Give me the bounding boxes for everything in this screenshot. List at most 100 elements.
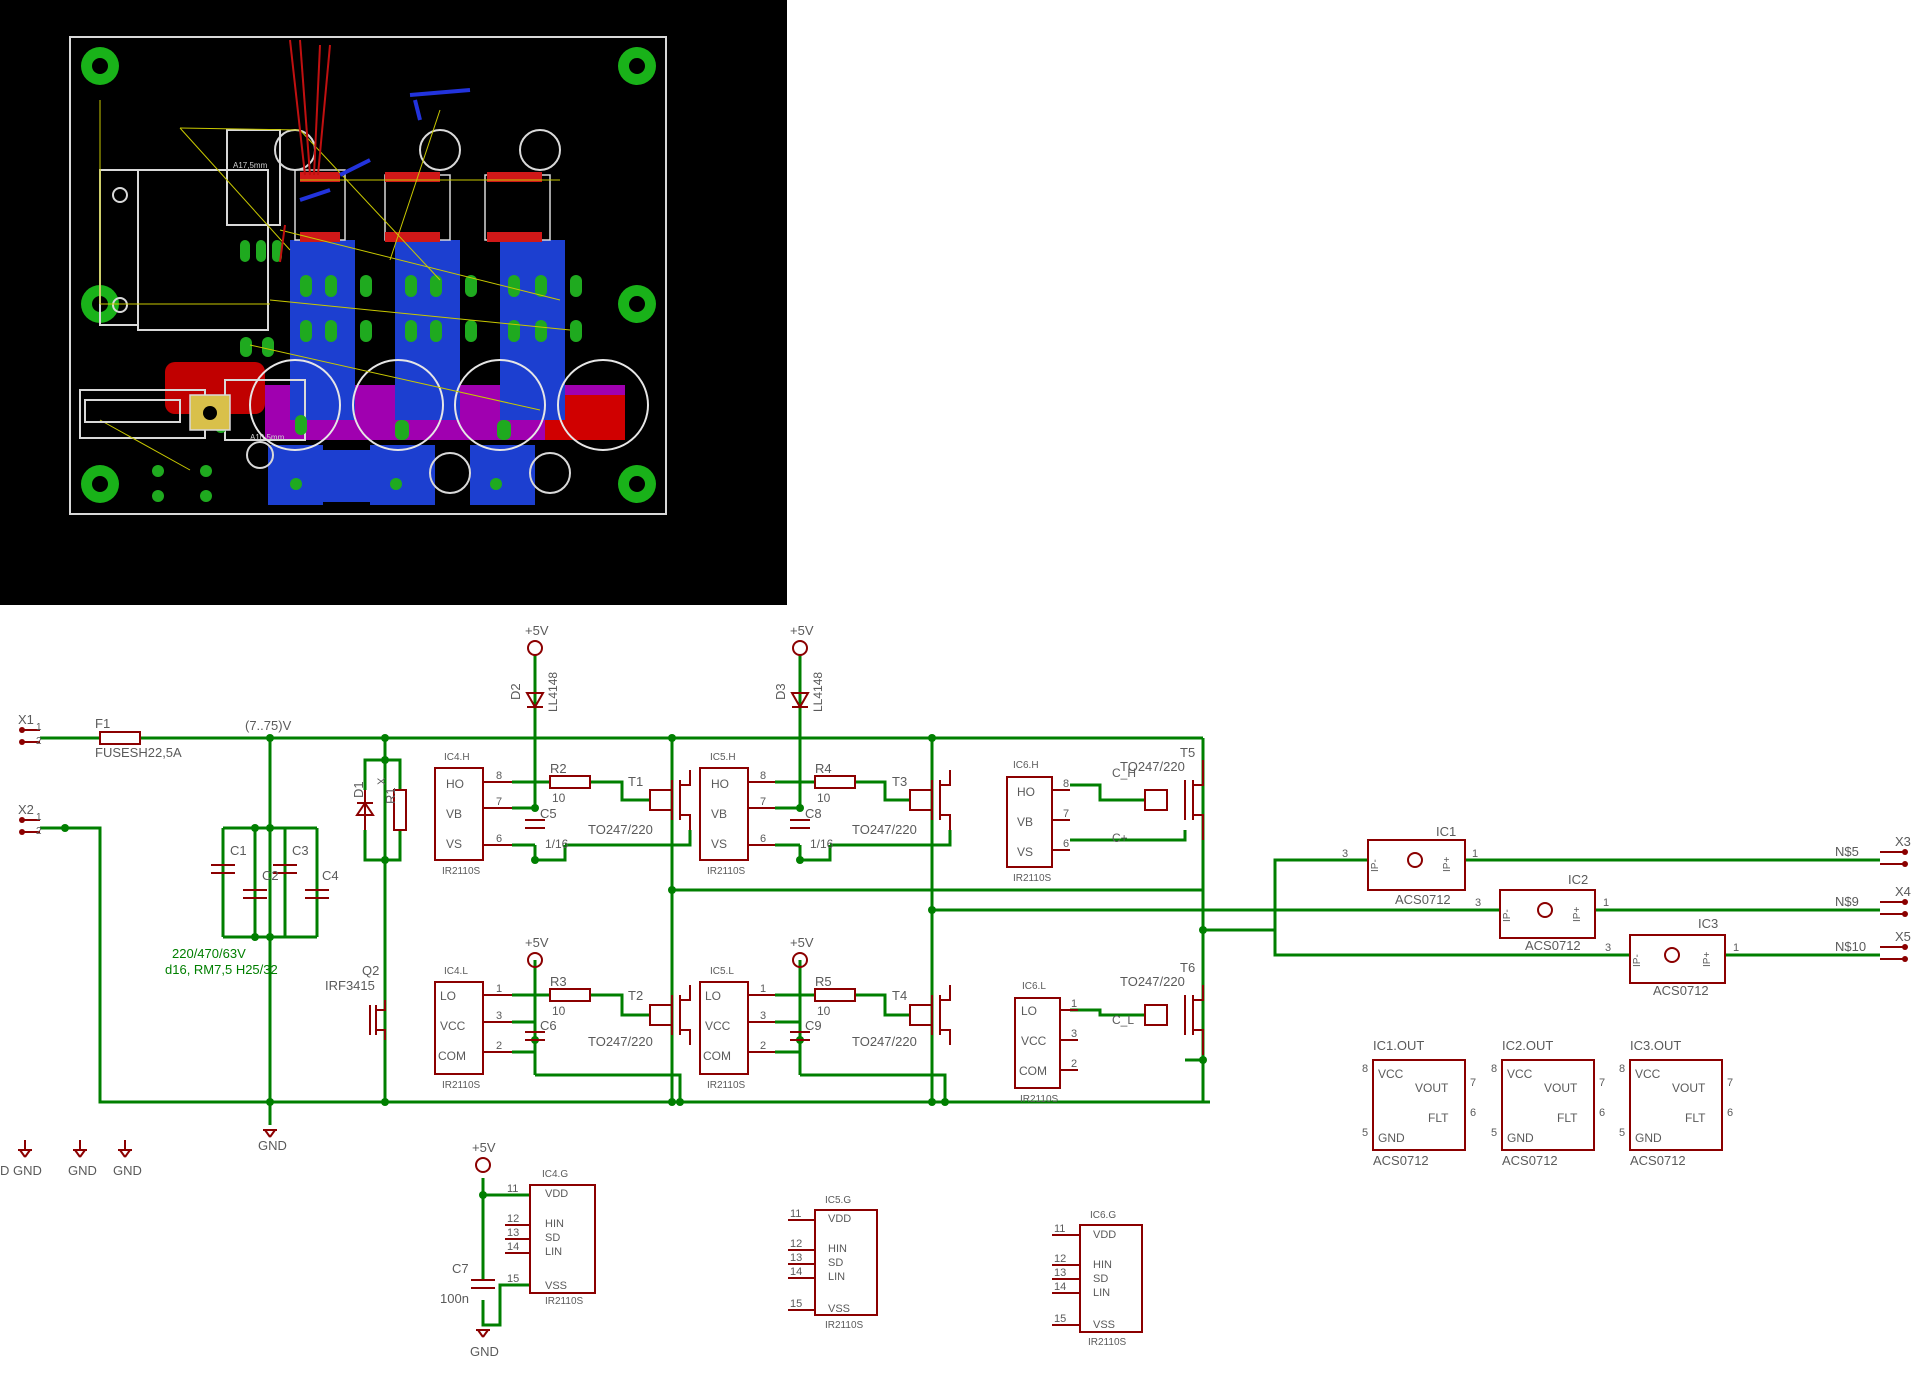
svg-text:FLT: FLT xyxy=(1557,1111,1578,1125)
svg-text:X3: X3 xyxy=(1895,834,1911,849)
svg-text:2: 2 xyxy=(1071,1058,1077,1070)
supply-5v: +5V +5V +5V +5V +5V xyxy=(472,623,814,1173)
caps-boot: C5 1/16 C8 1/16 C6 C9 xyxy=(525,806,834,1041)
svg-text:HIN: HIN xyxy=(1093,1259,1112,1271)
svg-text:IC4.L: IC4.L xyxy=(444,966,468,977)
svg-text:100n: 100n xyxy=(440,1291,469,1306)
svg-text:VB: VB xyxy=(711,807,727,821)
svg-text:8: 8 xyxy=(1063,778,1069,790)
svg-text:VS: VS xyxy=(446,837,462,851)
svg-text:7: 7 xyxy=(496,796,502,808)
svg-text:HIN: HIN xyxy=(545,1218,564,1230)
svg-text:GND: GND xyxy=(1507,1131,1534,1145)
svg-text:IR2110S: IR2110S xyxy=(442,1080,481,1091)
svg-text:IR2110S: IR2110S xyxy=(545,1296,584,1307)
transistor-t6: T6 TO247/220 xyxy=(1120,960,1204,1055)
pcb-pads xyxy=(152,240,582,502)
svg-text:GND: GND xyxy=(258,1138,287,1153)
svg-text:2: 2 xyxy=(496,1040,502,1052)
sensor-ic1: IC1 3 1 IP- IP+ ACS0712 N$5 xyxy=(1342,824,1859,907)
svg-text:C_H: C_H xyxy=(1112,766,1136,780)
svg-text:6: 6 xyxy=(1727,1107,1733,1119)
svg-text:T2: T2 xyxy=(628,988,643,1003)
svg-text:11: 11 xyxy=(507,1183,518,1195)
svg-text:T5: T5 xyxy=(1180,745,1195,760)
svg-text:6: 6 xyxy=(496,833,502,845)
svg-text:2: 2 xyxy=(36,826,42,837)
svg-text:SD: SD xyxy=(1093,1273,1108,1285)
svg-text:HO: HO xyxy=(711,777,729,791)
driver-ic6-g: IC6.G VDD HIN SD LIN VSS 11 12 13 14 15 … xyxy=(1052,1210,1143,1348)
svg-text:COM: COM xyxy=(703,1049,731,1063)
svg-text:VDD: VDD xyxy=(545,1188,568,1200)
svg-text:7: 7 xyxy=(1727,1077,1733,1089)
svg-text:10: 10 xyxy=(817,1004,831,1018)
svg-text:7: 7 xyxy=(1470,1077,1476,1089)
svg-text:D1: D1 xyxy=(351,781,366,798)
svg-text:IR2110S: IR2110S xyxy=(1013,873,1052,884)
driver-ic5-g: IC5.G VDD HIN SD LIN VSS 11 12 13 14 15 … xyxy=(788,1195,878,1331)
connector-x2: X2 1 2 xyxy=(18,802,42,837)
svg-text:13: 13 xyxy=(507,1227,519,1239)
svg-text:10: 10 xyxy=(552,791,566,805)
svg-text:T4: T4 xyxy=(892,988,907,1003)
svg-text:HO: HO xyxy=(1017,785,1035,799)
svg-text:+5V: +5V xyxy=(525,623,549,638)
svg-text:R5: R5 xyxy=(815,974,832,989)
svg-text:HIN: HIN xyxy=(828,1243,847,1255)
svg-text:IC5.H: IC5.H xyxy=(710,752,736,763)
svg-text:8: 8 xyxy=(1619,1063,1625,1075)
svg-text:TO247/220: TO247/220 xyxy=(852,822,917,837)
svg-text:T6: T6 xyxy=(1180,960,1195,975)
svg-text:R4: R4 xyxy=(815,761,832,776)
svg-text:IR2110S: IR2110S xyxy=(707,1080,746,1091)
svg-text:IR2110S: IR2110S xyxy=(1020,1094,1059,1105)
svg-text:IP+: IP+ xyxy=(1442,857,1453,872)
svg-text:D3: D3 xyxy=(773,683,788,700)
svg-text:TO247/220: TO247/220 xyxy=(588,822,653,837)
svg-text:IP+: IP+ xyxy=(1702,952,1713,967)
svg-text:10: 10 xyxy=(552,1004,566,1018)
svg-text:LO: LO xyxy=(1021,1004,1037,1018)
svg-text:R1: R1 xyxy=(383,787,398,804)
svg-text:3: 3 xyxy=(496,1010,502,1022)
svg-text:F1: F1 xyxy=(95,716,110,731)
svg-text:7: 7 xyxy=(760,796,766,808)
driver-ic4-g: IC4.G VDD HIN SD LIN VSS 11 12 13 14 15 … xyxy=(505,1169,596,1307)
svg-text:ACS0712: ACS0712 xyxy=(1395,892,1451,907)
svg-text:8: 8 xyxy=(496,770,502,782)
pcb-label-a: A17,5mm xyxy=(233,161,268,170)
svg-text:1/16: 1/16 xyxy=(810,837,834,851)
svg-text:1: 1 xyxy=(760,983,766,995)
svg-text:VCC: VCC xyxy=(440,1019,466,1033)
svg-text:ACS0712: ACS0712 xyxy=(1630,1153,1686,1168)
svg-text:C5: C5 xyxy=(540,806,557,821)
svg-text:VS: VS xyxy=(711,837,727,851)
svg-text:+5V: +5V xyxy=(525,935,549,950)
svg-text:TO247/220: TO247/220 xyxy=(1120,974,1185,989)
svg-text:5: 5 xyxy=(1491,1127,1497,1139)
svg-text:GND: GND xyxy=(68,1163,97,1178)
svg-text:1: 1 xyxy=(496,983,502,995)
svg-text:10: 10 xyxy=(817,791,831,805)
svg-text:SD: SD xyxy=(545,1232,560,1244)
svg-text:IP-: IP- xyxy=(1632,954,1643,967)
gnd-symbols: D GND GND GND GND GND xyxy=(0,1129,499,1359)
diode-d3: D3 LL4148 xyxy=(773,672,825,712)
sensor-out-ic3: IC3.OUT VCC VOUT FLT GND 8 7 6 5 ACS0712 xyxy=(1619,1038,1733,1168)
svg-text:3: 3 xyxy=(1342,848,1348,860)
svg-text:C2: C2 xyxy=(262,868,279,883)
svg-text:IC6.G: IC6.G xyxy=(1090,1210,1116,1221)
svg-text:IP-: IP- xyxy=(1370,859,1381,872)
svg-text:C6: C6 xyxy=(540,1018,557,1033)
driver-ic5-l: IC5.L LO VCC COM 1 3 2 IR2110S xyxy=(699,966,775,1091)
svg-text:IC1.OUT: IC1.OUT xyxy=(1373,1038,1424,1053)
driver-ic5-h: IC5.H HO VB VS 8 7 6 IR2110S xyxy=(699,752,775,877)
svg-text:VS: VS xyxy=(1017,845,1033,859)
svg-text:1: 1 xyxy=(36,722,42,733)
transistor-t3: T3 TO247/220 xyxy=(852,770,951,837)
svg-text:+5V: +5V xyxy=(472,1140,496,1155)
svg-text:COM: COM xyxy=(1019,1064,1047,1078)
svg-text:VSS: VSS xyxy=(545,1280,567,1292)
svg-text:GND: GND xyxy=(113,1163,142,1178)
